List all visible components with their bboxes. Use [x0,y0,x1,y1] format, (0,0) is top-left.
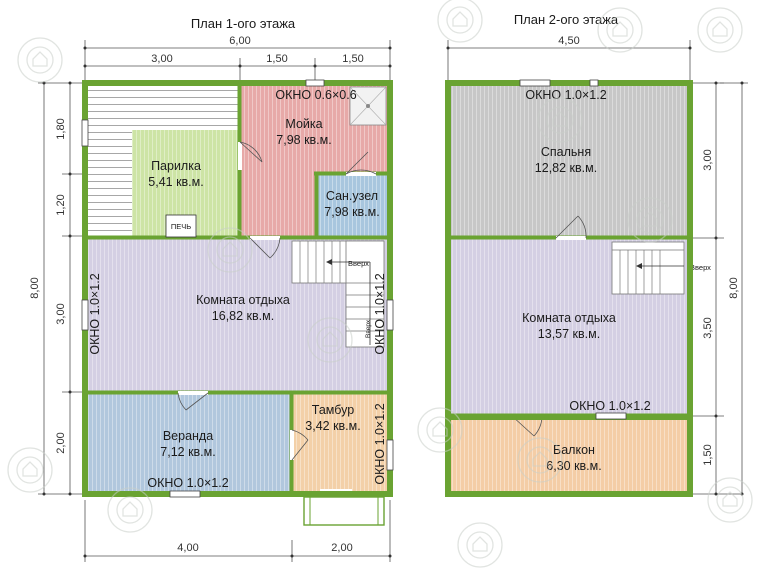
watermark-seal [7,447,53,493]
house-icon [32,51,48,67]
floor1-dim-left-c: 3,00 [55,303,67,324]
house-icon [642,211,658,227]
floor1-dim-bottom-b: 2,00 [331,542,352,554]
floor1-dim-left-a: 1,80 [55,118,67,139]
floor1-staircase: Вверх Вверх [291,240,385,348]
stove: ПЕЧЬ [165,214,197,238]
vestibule-name: Тамбур [312,403,354,417]
floor2-stair-up-label: Вверх [690,263,711,272]
veranda-area: 7,12 кв.м. [160,445,215,459]
watermark-seal [627,197,673,243]
floor1-left-dimensions: 8,00 1,80 1,20 3,00 2,00 [29,81,86,496]
floor1-dim-total-height: 8,00 [29,277,41,298]
floor1-dim-top-b: 1,50 [266,53,287,65]
floor1-dim-total-width: 6,00 [229,35,250,47]
watermark-seal [537,97,583,143]
house-icon [472,536,488,552]
watermark-seal [707,477,753,523]
watermark-seal [437,0,483,43]
veranda-name: Веранда [163,429,213,443]
floor1-dim-top-a: 3,00 [151,53,172,65]
house-icon [712,21,728,37]
wc-name: Сан.узел [326,189,378,203]
floor2-title: План 2-ого этажа [514,12,619,27]
floor1-dim-left-b: 1,20 [55,194,67,215]
floor2-dim-total-height: 8,00 [728,277,740,298]
floor1-stair-up-label: Вверх [348,259,369,268]
house-icon [22,461,38,477]
floor1-dim-bottom-a: 4,00 [177,542,198,554]
floor2-dim-right-a: 3,00 [702,149,714,170]
watermark-seal [417,407,463,453]
watermark-seal [597,7,643,53]
wash-name: Мойка [285,117,322,131]
floor1-window-top-label: ОКНО 0.6×0.6 [275,88,356,102]
balcony-railing [445,417,693,497]
floor-2: План 2-ого этажа 4,50 3,00 3,50 1,50 8,0… [445,12,748,497]
floor1-window-right-vestibule-label: ОКНО 1.0×1.2 [373,403,387,484]
bedroom-area: 12,82 кв.м. [535,161,597,175]
house-icon [322,331,338,347]
lounge1-area: 16,82 кв.м. [212,309,274,323]
house-icon [722,491,738,507]
watermark-seal [457,522,503,568]
lounge2-name: Комната отдыха [522,311,616,325]
floor2-dim-total-width: 4,50 [558,35,579,47]
floor1-top-dimensions: 6,00 3,00 1,50 1,50 [83,35,392,80]
floor2-window-balcony-label: ОКНО 1.0×1.2 [569,399,650,413]
house-icon [432,421,448,437]
stove-label: ПЕЧЬ [171,222,191,231]
house-icon [532,451,548,467]
floor2-top-dimensions: 4,50 [446,35,692,80]
house-icon [612,21,628,37]
bedroom-name: Спальня [541,145,591,159]
floor1-bottom-dimensions: 4,00 2,00 [83,500,392,562]
watermark-seals [7,0,753,568]
house-icon [552,111,568,127]
sauna-area: 5,41 кв.м. [148,175,203,189]
floor2-dim-right-b: 3,50 [702,317,714,338]
floor-1: План 1-ого этажа 6,00 3,00 1,50 1,50 8,0… [29,16,394,562]
entrance-steps [303,496,385,526]
watermark-seal [207,227,253,273]
floor1-dim-left-d: 2,00 [55,432,67,453]
floor1-stair-up-label-vertical: Вверх [365,319,372,338]
floor2-dim-right-c: 1,50 [702,444,714,465]
floor1-title: План 1-ого этажа [191,16,296,31]
house-icon [222,241,238,257]
vestibule-area: 3,42 кв.м. [305,419,360,433]
watermark-seal [517,437,563,483]
watermark-seal [107,487,153,533]
wash-area: 7,98 кв.м. [276,133,331,147]
floor1-window-bottom-label: ОКНО 1.0×1.2 [147,476,228,490]
floor2-staircase: Вверх [611,241,711,295]
floor1-exterior-wall [82,80,393,497]
house-icon [122,501,138,517]
floor1-dim-top-c: 1,50 [342,53,363,65]
floor2-exterior-wall [445,80,693,420]
house-icon [452,11,468,27]
wc-area: 7,98 кв.м. [324,205,379,219]
watermark-seal [307,317,353,363]
sauna-name: Парилка [151,159,201,173]
watermark-seal [697,7,743,53]
balcony-name: Балкон [553,443,595,457]
floor1-window-right-lounge-label: ОКНО 1.0×1.2 [373,273,387,354]
floor2-window-top-label: ОКНО 1.0×1.2 [525,88,606,102]
lounge1-name: Комната отдыха [196,293,290,307]
floor2-right-dimensions: 3,00 3,50 1,50 8,00 [690,81,748,496]
lounge2-area: 13,57 кв.м. [538,327,600,341]
floor2-window-marks [519,79,627,420]
floor1-window-left-label: ОКНО 1.0×1.2 [88,273,102,354]
floor1-window-marks [81,79,394,498]
watermark-seal [17,37,63,83]
balcony-area: 6,30 кв.м. [546,459,601,473]
